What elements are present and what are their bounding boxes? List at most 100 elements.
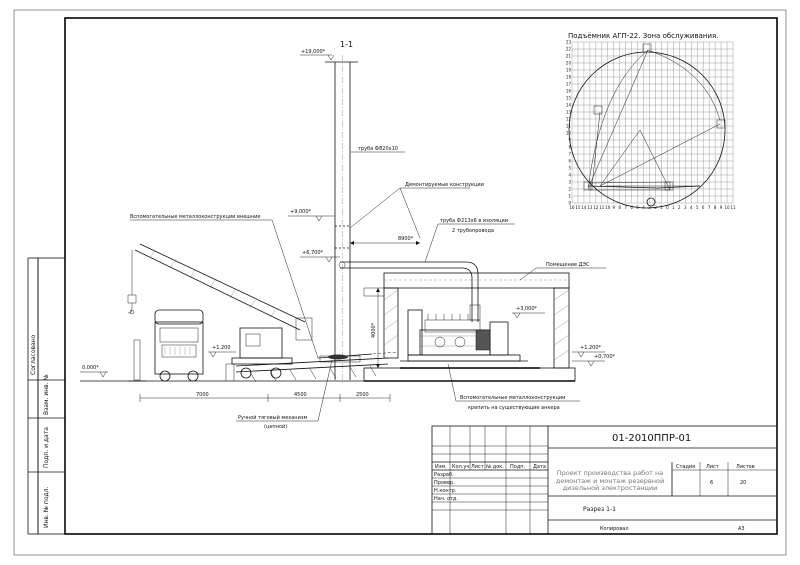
svg-text:8900*: 8900* xyxy=(398,236,414,242)
svg-text:+19,000*: +19,000* xyxy=(301,49,326,55)
sheets-label: Листов xyxy=(736,464,755,470)
lift-y-tick-label: 13 xyxy=(566,110,572,115)
title-block: 01-2010ППР-01 Изм. Кол.уч Лист № док. По… xyxy=(431,425,778,535)
format-label: А3 xyxy=(738,526,745,532)
side-stamp-replace-inv: Взам. инв. № xyxy=(43,374,50,415)
lift-y-tick-label: 22 xyxy=(566,47,572,52)
callout-hand-traction: Ручной тяговый механизм (цепной) xyxy=(236,359,333,430)
revision-grid xyxy=(432,426,548,534)
lift-x-tick-label: 6 xyxy=(630,205,633,210)
lift-y-tick-label: 6 xyxy=(568,159,571,164)
svg-text:Помещение ДЭС: Помещение ДЭС xyxy=(546,262,590,268)
lift-y-tick-label: 17 xyxy=(566,82,572,87)
lift-x-tick-label: 1 xyxy=(672,205,675,210)
callout-dismantled: Демонтируемые конструкции xyxy=(349,182,484,239)
lift-x-tick-label: 11 xyxy=(730,205,736,210)
dimensions-bottom: 7000 4500 2500 xyxy=(139,392,391,402)
sheets-value: 20 xyxy=(740,480,746,486)
col-list: Лист xyxy=(471,464,484,470)
side-stamp-sign-date: Подп. и дата xyxy=(43,427,50,468)
svg-text:2 трубопровода: 2 трубопровода xyxy=(452,228,494,234)
lift-chart-grid xyxy=(571,41,734,204)
col-izm: Изм. xyxy=(435,464,447,470)
lift-x-tick-label: 12 xyxy=(593,205,599,210)
section-label: 1-1 xyxy=(340,40,353,49)
lift-y-tick-label: 2 xyxy=(568,187,571,192)
elevation-0000: 0,000* xyxy=(80,365,108,378)
lift-y-tick-label: 12 xyxy=(566,117,572,122)
svg-text:(цепной): (цепной) xyxy=(264,423,287,430)
des-building xyxy=(363,272,576,382)
lift-x-tick-label: 8 xyxy=(618,205,621,210)
exhaust-pipes xyxy=(338,261,481,322)
lift-boom-positions xyxy=(583,43,726,207)
copied-label: Копировал xyxy=(600,526,629,532)
callout-pipe-213: труба Ф213х6 в изоляции 2 трубопровода xyxy=(424,218,515,263)
role-checker: Провер. xyxy=(434,480,455,486)
lift-x-tick-label: 13 xyxy=(587,205,593,210)
elevation-9000: +9,000* xyxy=(288,209,334,222)
side-stamp-agreed: Согласовано xyxy=(30,334,37,375)
lift-x-tick-label: 7 xyxy=(624,205,627,210)
lift-x-tick-label: 4 xyxy=(642,205,645,210)
lift-y-tick-label: 4 xyxy=(568,173,571,178)
lift-x-tick-label: 5 xyxy=(696,205,699,210)
elevation-19000: +19,000* xyxy=(300,49,335,61)
doc-code: 01-2010ППР-01 xyxy=(612,433,691,444)
lift-x-tick-label: 6 xyxy=(702,205,705,210)
callout-pipe-820: труба Ф820х10 xyxy=(351,146,405,153)
col-ndoc: № док. xyxy=(486,464,504,470)
lift-x-tick-label: 1 xyxy=(660,205,663,210)
sheet-value: 6 xyxy=(710,480,713,486)
svg-text:труба Ф820х10: труба Ф820х10 xyxy=(358,146,398,152)
side-stamp: Согласовано Взам. инв. № Подп. и дата Ин… xyxy=(27,257,66,535)
role-dept-head: Нач. отд. xyxy=(434,496,458,502)
chimney-pipe xyxy=(325,55,358,385)
elevation-1200-right: +1,200* xyxy=(572,345,605,358)
svg-text:+3,000*: +3,000* xyxy=(516,306,538,312)
lift-x-tick-label: 11 xyxy=(599,205,605,210)
diesel-generator xyxy=(400,309,528,362)
lift-x-tick-label: 2 xyxy=(678,205,681,210)
elevation-3000: +3,000* xyxy=(512,306,545,319)
lift-y-tick-label: 18 xyxy=(566,75,572,80)
svg-text:Демонтируемые конструкции: Демонтируемые конструкции xyxy=(405,182,484,188)
project-title: Проект производства работ на демонтаж и … xyxy=(555,470,665,492)
lift-y-tick-label: 1 xyxy=(568,194,571,199)
svg-text:4500: 4500 xyxy=(294,392,307,398)
svg-text:крепить на существующие анкера: крепить на существующие анкера xyxy=(468,405,560,411)
lift-y-tick-label: 14 xyxy=(566,103,572,108)
lift-y-tick-label: 0 xyxy=(568,201,571,206)
stage-label: Стадия xyxy=(676,464,695,470)
lift-x-tick-label: 9 xyxy=(612,205,615,210)
lift-x-tick-label: 9 xyxy=(720,205,723,210)
lift-y-tick-label: 21 xyxy=(566,54,572,59)
svg-text:7000: 7000 xyxy=(196,392,209,398)
side-stamp-inv-orig: Инв. № подл. xyxy=(43,487,50,528)
svg-text:+0,700*: +0,700* xyxy=(594,354,616,360)
col-podp: Подп. xyxy=(510,464,526,470)
lift-x-tick-label: 15 xyxy=(575,205,581,210)
lift-chart-title: Подъёмник АГП-22. Зона обслуживания. xyxy=(568,32,718,40)
lift-y-tick-label: 8 xyxy=(568,145,571,150)
lift-x-tick-label: 7 xyxy=(708,205,711,210)
svg-text:4000*: 4000* xyxy=(371,322,377,338)
svg-text:2500: 2500 xyxy=(356,392,369,398)
lift-y-tick-label: 19 xyxy=(566,68,572,73)
drawing-name: Разрез 1-1 xyxy=(583,506,616,513)
lift-x-tick-label: 16 xyxy=(569,205,575,210)
svg-text:0,000*: 0,000* xyxy=(82,365,99,371)
lift-y-tick-label: 15 xyxy=(566,96,572,101)
hand-traction-device xyxy=(317,351,399,360)
lift-zone-chart: Подъёмник АГП-22. Зона обслуживания. 232… xyxy=(566,32,736,210)
lift-y-tick-label: 11 xyxy=(566,124,572,129)
elevation-1200-left: +1,200 xyxy=(208,345,236,358)
col-kol: Кол.уч xyxy=(452,464,469,470)
lift-y-tick-label: 5 xyxy=(568,166,571,171)
role-developer: Разраб. xyxy=(434,472,454,478)
lift-x-tick-label: 0 xyxy=(666,205,669,210)
svg-text:+6,700*: +6,700* xyxy=(302,250,324,256)
lift-x-tick-label: 10 xyxy=(605,205,611,210)
